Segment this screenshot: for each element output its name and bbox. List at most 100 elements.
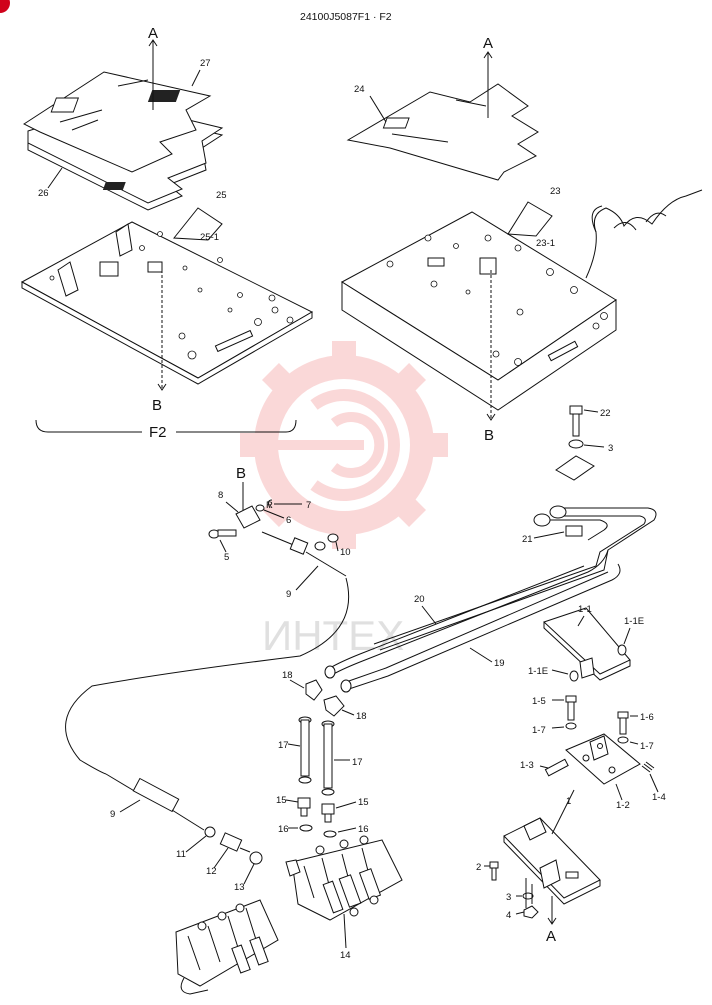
- floor-mat-27: [22, 71, 212, 190]
- bolt-1-5: [565, 695, 577, 721]
- control-cable-end-9-lower: [105, 773, 205, 831]
- ref-mark-B-right: B: [484, 427, 494, 444]
- callout-9-top: 9: [286, 589, 291, 600]
- callout-1: 1: [566, 796, 571, 807]
- callout-22: 22: [600, 408, 611, 419]
- callout-10: 10: [340, 547, 351, 558]
- ref-mark-A-bottom: A: [546, 928, 556, 945]
- callout-16-right: 16: [358, 824, 369, 835]
- stopper-1-1E-left: [569, 670, 579, 682]
- callout-1-1: 1-1: [578, 604, 592, 615]
- pedal-1: [503, 789, 601, 905]
- pipe-19: [340, 563, 621, 693]
- callout-25: 25: [216, 190, 227, 201]
- nut-11: [204, 826, 216, 838]
- callout-15-right: 15: [358, 797, 369, 808]
- o-ring-16-right: [323, 830, 337, 838]
- callout-17-right: 17: [352, 757, 363, 768]
- callout-1-1E-right: 1-1E: [624, 616, 644, 627]
- ref-mark-A: A: [148, 25, 158, 42]
- adapter-15-right: [321, 803, 335, 823]
- callout-13: 13: [234, 882, 245, 893]
- elbow-18-right: [323, 695, 345, 717]
- callout-1-7-left: 1-7: [532, 725, 546, 736]
- yoke-8: [235, 505, 261, 529]
- callout-3-top: 3: [608, 443, 613, 454]
- callout-18-right: 18: [356, 711, 367, 722]
- callout-20: 20: [414, 594, 425, 605]
- control-cable-end-9: [261, 531, 347, 577]
- grip-pattern: [147, 90, 181, 102]
- adapter-15-left: [297, 797, 311, 817]
- callout-bracket-25: [173, 207, 223, 241]
- callout-5: 5: [224, 552, 229, 563]
- callout-R: R: [266, 500, 273, 511]
- callout-27: 27: [200, 58, 211, 69]
- pedal-plate-1-1: [543, 607, 631, 681]
- callout-25-1: 25-1: [200, 232, 219, 243]
- bolt-1-6: [617, 711, 629, 735]
- callout-21: 21: [522, 534, 533, 545]
- ref-mark-B-left: B: [152, 397, 162, 414]
- callout-6: 6: [286, 515, 291, 526]
- callout-4: 4: [506, 910, 511, 921]
- pin-1-3: [544, 758, 569, 777]
- watermark-text: ИНТЕХ: [262, 612, 404, 659]
- pipe-20: [324, 549, 609, 679]
- callout-1-3: 1-3: [520, 760, 534, 771]
- nut-13: [249, 851, 263, 865]
- joint-12: [219, 832, 251, 853]
- spring-1-4: [641, 761, 655, 773]
- section-label: F2: [149, 424, 167, 441]
- floor-mat-24: [346, 83, 539, 181]
- callout-18-left: 18: [282, 670, 293, 681]
- callout-11: 11: [176, 849, 186, 860]
- pipe-17-left: [298, 716, 312, 784]
- callout-2: 2: [476, 862, 481, 873]
- washer-1-7-right: [617, 736, 629, 744]
- callout-14: 14: [340, 950, 351, 961]
- callout-19: 19: [494, 658, 505, 669]
- washer-1-7-left: [565, 722, 577, 730]
- callout-23-1: 23-1: [536, 238, 555, 249]
- watermark-logo: [240, 341, 448, 549]
- stopper-1-1E-right: [617, 644, 627, 656]
- bolt-22: [569, 405, 583, 437]
- callout-26: 26: [38, 188, 49, 199]
- callout-3-bottom: 3: [506, 892, 511, 903]
- callout-7: 7: [306, 500, 311, 511]
- floor-plate-25: [20, 221, 314, 385]
- callout-1-1E-left: 1-1E: [528, 666, 548, 677]
- callout-24: 24: [354, 84, 365, 95]
- drawing-code: 24100J5087F1 · F2: [300, 11, 392, 23]
- corner-badge: [0, 0, 10, 13]
- callout-1-2: 1-2: [616, 800, 630, 811]
- control-cable: [65, 577, 350, 775]
- nuts-10: [314, 533, 339, 551]
- control-valve-reference: [175, 899, 279, 995]
- callout-1-5: 1-5: [532, 696, 546, 707]
- o-ring-16-left: [299, 824, 313, 832]
- operator-outline: [585, 189, 703, 279]
- callout-16-left: 16: [278, 824, 289, 835]
- callout-1-7-right: 1-7: [640, 741, 654, 752]
- pipe-assembly-21: [373, 505, 657, 651]
- callout-1-4: 1-4: [652, 792, 666, 803]
- control-valve-14: [285, 835, 403, 921]
- pipe-17-right: [321, 720, 335, 796]
- callout-8: 8: [218, 490, 223, 501]
- bolt-5: [208, 529, 237, 539]
- callout-23: 23: [550, 186, 561, 197]
- section-bracket: [35, 419, 297, 433]
- ref-mark-A-right: A: [483, 35, 493, 52]
- callout-1-6: 1-6: [640, 712, 654, 723]
- elbow-18-left: [305, 679, 323, 701]
- pin-R: [267, 499, 273, 509]
- callout-12: 12: [206, 866, 217, 877]
- callout-9-bottom: 9: [110, 809, 115, 820]
- callout-15-left: 15: [276, 795, 287, 806]
- clamp-bracket: [555, 455, 595, 481]
- washer-3: [568, 439, 584, 449]
